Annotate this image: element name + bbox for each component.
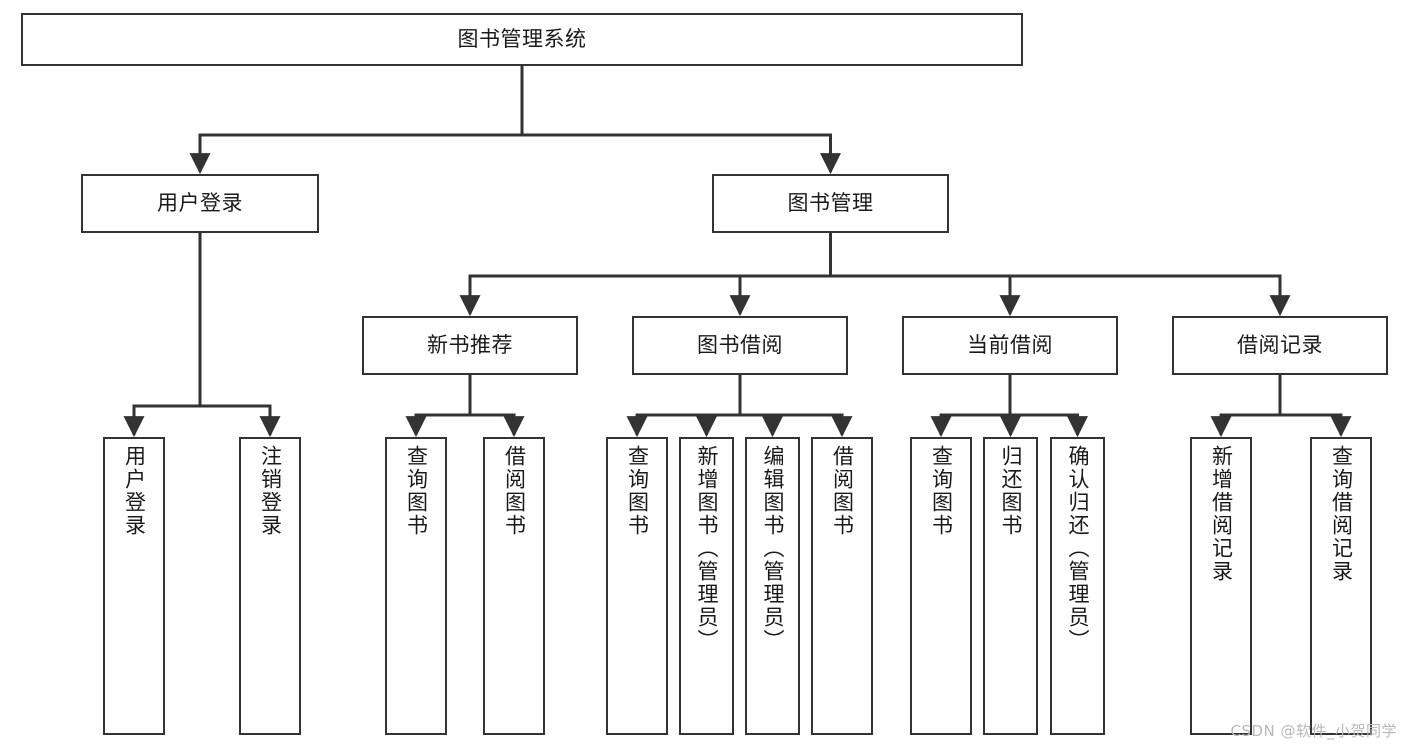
- node-label: 新增借阅记录: [1209, 445, 1234, 583]
- node-borrow-records[interactable]: 借阅记录: [1172, 316, 1388, 375]
- node-label: 查询图书: [929, 445, 954, 537]
- node-current-borrow[interactable]: 当前借阅: [902, 316, 1118, 375]
- node-label: 借阅图书: [830, 445, 855, 537]
- node-label: 新书推荐: [427, 333, 513, 358]
- node-label: 编辑图书（管理员）: [761, 445, 785, 652]
- leaf-borrow-books[interactable]: 借阅图书: [811, 437, 873, 735]
- leaf-add-book-admin[interactable]: 新增图书（管理员）: [679, 437, 734, 735]
- leaf-return-books[interactable]: 归还图书: [983, 437, 1038, 735]
- node-label: 新增图书（管理员）: [695, 445, 719, 652]
- leaf-user-login[interactable]: 用户登录: [103, 437, 165, 735]
- node-label: 查询图书: [404, 445, 429, 537]
- node-book-borrow[interactable]: 图书借阅: [632, 316, 848, 375]
- node-label: 查询图书: [625, 445, 650, 537]
- node-label: 图书管理系统: [457, 27, 587, 52]
- leaf-borrow-books-recommend[interactable]: 借阅图书: [483, 437, 545, 735]
- node-book-management[interactable]: 图书管理: [712, 174, 949, 233]
- leaf-query-borrow-record[interactable]: 查询借阅记录: [1310, 437, 1372, 735]
- node-user-login[interactable]: 用户登录: [81, 174, 319, 233]
- node-label: 注销登录: [258, 445, 283, 537]
- node-new-book-recommendation[interactable]: 新书推荐: [362, 316, 578, 375]
- leaf-logout[interactable]: 注销登录: [239, 437, 301, 735]
- leaf-add-borrow-record[interactable]: 新增借阅记录: [1190, 437, 1252, 735]
- leaf-query-books-current[interactable]: 查询图书: [910, 437, 972, 735]
- node-label: 当前借阅: [967, 333, 1053, 358]
- leaf-edit-book-admin[interactable]: 编辑图书（管理员）: [745, 437, 800, 735]
- node-label: 借阅图书: [502, 445, 527, 537]
- node-label: 用户登录: [157, 191, 243, 216]
- leaf-confirm-return-admin[interactable]: 确认归还（管理员）: [1050, 437, 1105, 735]
- node-label: 图书管理: [787, 191, 874, 216]
- leaf-query-books-borrow[interactable]: 查询图书: [606, 437, 668, 735]
- leaf-query-books-recommend[interactable]: 查询图书: [385, 437, 447, 735]
- node-label: 借阅记录: [1237, 333, 1323, 358]
- node-root[interactable]: 图书管理系统: [21, 13, 1023, 66]
- node-label: 查询借阅记录: [1329, 445, 1354, 583]
- node-label: 确认归还（管理员）: [1066, 445, 1090, 652]
- node-label: 用户登录: [122, 445, 147, 537]
- node-label: 归还图书: [999, 445, 1023, 537]
- node-label: 图书借阅: [697, 333, 783, 358]
